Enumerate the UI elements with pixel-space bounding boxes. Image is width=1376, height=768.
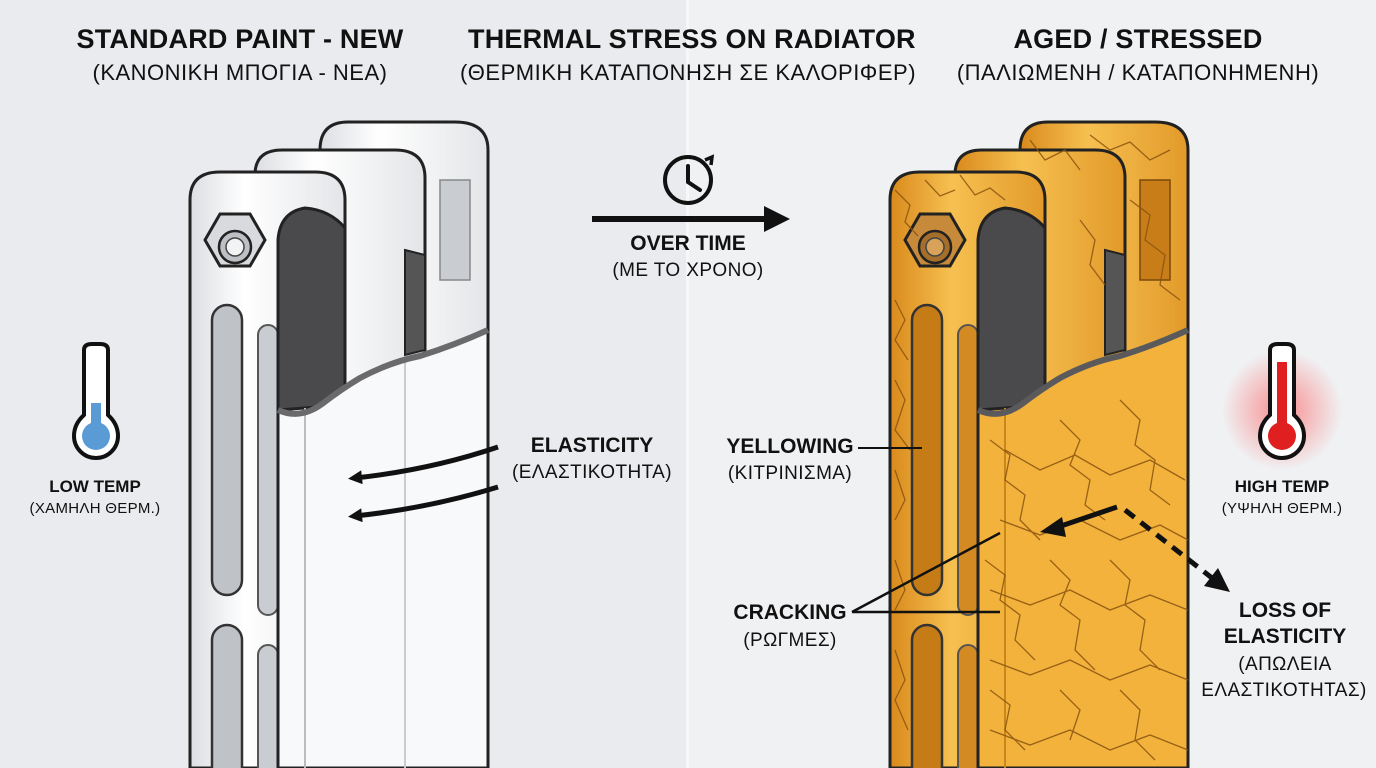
- low-temp-label: LOW TEMP: [49, 477, 141, 496]
- right-header-title: AGED / STRESSED: [1013, 24, 1263, 54]
- right-header-subtitle: (ΠΑΛΙΩΜΕΝΗ / ΚΑΤΑΠΟΝΗΜΕΝΗ): [956, 60, 1320, 85]
- left-header-subtitle: (ΚΑΝΟΝΙΚΗ ΜΠΟΓΙΑ - ΝΕΑ): [92, 60, 388, 85]
- bolt-icon: [203, 212, 267, 268]
- center-header-subtitle: (ΘΕΡΜΙΚΗ ΚΑΤΑΠΟΝΗΣΗ ΣΕ ΚΑΛΟΡΙΦΕΡ): [459, 60, 917, 85]
- elasticity-label: ELASTICITY: [530, 434, 654, 457]
- loss-of-elasticity-arrows: [1040, 504, 1230, 592]
- thermometer-cold-icon: [71, 342, 121, 460]
- elasticity-arrows: [348, 444, 499, 523]
- crack-pattern: [894, 134, 1189, 761]
- cracking-leader: [851, 531, 1001, 614]
- yellowing-label: YELLOWING: [726, 435, 854, 458]
- bolt-icon: [903, 212, 967, 268]
- loss-of-elasticity-sublabel-line1: (ΑΠΩΛΕΙΑ: [1238, 654, 1332, 675]
- over-time-sublabel: (ΜΕ ΤΟ ΧΡΟΝΟ): [612, 260, 764, 281]
- clock-icon: [663, 154, 715, 205]
- over-time-label: OVER TIME: [630, 232, 746, 255]
- thermometer-hot-icon: [1222, 342, 1342, 470]
- aged-radiator: [888, 120, 1190, 768]
- cracking-label: CRACKING: [733, 601, 847, 624]
- low-temp-sublabel: (ΧΑΜΗΛΗ ΘΕΡΜ.): [29, 500, 161, 517]
- new-radiator: [188, 120, 490, 768]
- high-temp-label: HIGH TEMP: [1234, 477, 1330, 496]
- loss-of-elasticity-sublabel-line2: ΕΛΑΣΤΙΚΟΤΗΤΑΣ): [1201, 680, 1367, 701]
- left-header-title: STANDARD PAINT - NEW: [76, 24, 404, 54]
- loss-of-elasticity-label-line2: ELASTICITY: [1223, 625, 1347, 648]
- elasticity-sublabel: (ΕΛΑΣΤΙΚΟΤΗΤΑ): [512, 462, 672, 483]
- high-temp-sublabel: (ΥΨΗΛΗ ΘΕΡΜ.): [1221, 500, 1343, 517]
- center-header-title: THERMAL STRESS ON RADIATOR: [468, 24, 916, 54]
- over-time-arrow: [592, 206, 790, 232]
- cracking-sublabel: (ΡΩΓΜΕΣ): [743, 630, 837, 651]
- panel-divider: [686, 0, 689, 768]
- loss-of-elasticity-label-line1: LOSS OF: [1238, 599, 1332, 622]
- yellowing-sublabel: (ΚΙΤΡΙΝΙΣΜΑ): [727, 463, 853, 484]
